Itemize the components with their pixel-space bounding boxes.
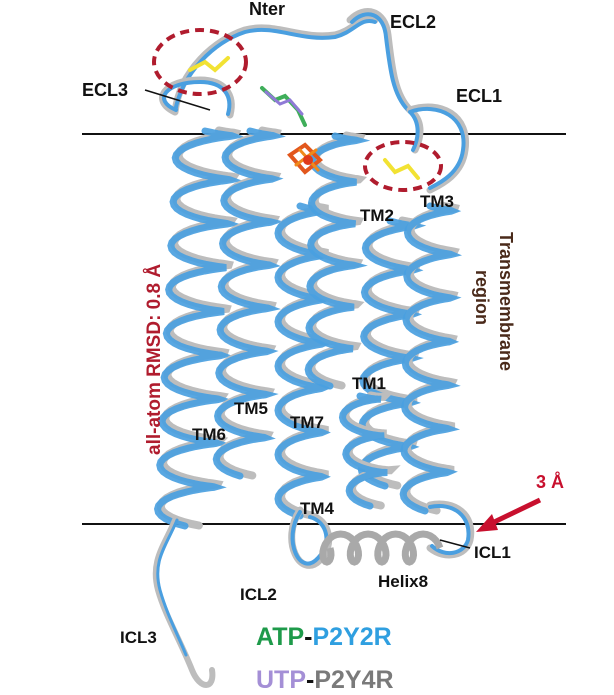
highlight-circle-tm3 [363,140,443,192]
legend-sep-2: - [306,666,314,694]
ecl3-leader-line [144,89,211,111]
highlight-circle-ecl3 [152,28,248,96]
region-label-line2: region [472,270,492,325]
helix8-coil [319,530,444,566]
label-icl1: ICL1 [474,543,511,562]
helix-ribbons [153,126,463,530]
helix-tm4-upper-p2y2r [304,132,371,390]
label-tm5: TM5 [234,399,268,418]
helix-tm3-p2y2r [399,202,463,515]
label-tm6: TM6 [192,425,226,444]
helix-tm2-p2y2r [357,217,427,490]
legend-utp: UTP [256,666,306,694]
helix-tm1-p2y2r [338,392,388,510]
region-label-line1: Transmembrane [496,232,516,371]
label-tm2: TM2 [360,206,394,225]
legend-atp: ATP [256,623,304,651]
loop-ribbons [152,8,475,688]
legend-p2y2r: P2Y2R [312,623,391,651]
legend-sep-1: - [304,623,312,651]
label-icl2: ICL2 [240,585,277,604]
label-tm7: TM7 [290,413,324,432]
icl1-leader-line [439,539,471,549]
ligand-sticks [260,86,323,175]
label-tm4: TM4 [300,499,335,518]
label-ecl3: ECL3 [82,80,128,100]
label-tm3: TM3 [420,192,454,211]
label-distance: 3 Å [536,472,564,492]
legend-p2y4r: P2Y4R [314,666,393,694]
label-tm1: TM1 [352,374,386,393]
legend-row-2: UTP-P2Y4R [256,666,394,694]
helix-tm5-p2y2r [212,127,286,480]
label-helix8: Helix8 [378,572,428,591]
rmsd-label: all-atom RMSD: 0.8 Å [144,264,165,455]
distance-arrow [476,497,542,532]
helix-tm6-p2y2r [153,127,246,530]
legend-row-1: ATP-P2Y2R [256,623,392,651]
helix8-ribbon [319,530,444,566]
label-icl3: ICL3 [120,628,157,647]
disulfide-bonds [188,56,420,180]
label-ecl2: ECL2 [390,12,436,32]
label-nter: Nter [249,0,285,19]
transmembrane-region-label: Transmembrane region [472,232,516,371]
label-ecl1: ECL1 [456,86,502,106]
